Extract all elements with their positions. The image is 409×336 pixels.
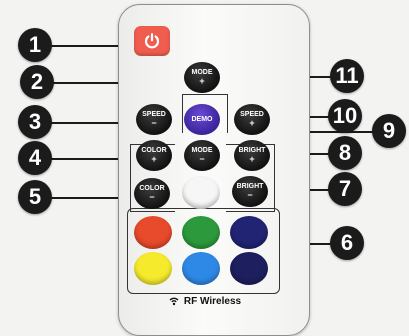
callout-4: 4 <box>18 141 52 175</box>
speed-minus-sign: − <box>151 119 156 128</box>
remote-footer: RF Wireless <box>150 294 260 308</box>
bright-minus-button[interactable]: BRIGHT − <box>232 176 268 207</box>
callout-7: 7 <box>328 172 362 206</box>
demo-button[interactable]: DEMO <box>184 104 220 135</box>
callout-1: 1 <box>18 28 52 62</box>
annotated-remote-diagram: MODE + SPEED − DEMO SPEED + MODE − COLOR… <box>0 0 409 320</box>
color-plus-button[interactable]: COLOR + <box>136 140 172 171</box>
speed-plus-sign: + <box>249 119 254 128</box>
callout-5: 5 <box>18 180 52 214</box>
mode-minus-button[interactable]: MODE − <box>184 140 220 171</box>
rf-wireless-label: RF Wireless <box>184 296 241 307</box>
callout-3: 3 <box>18 105 52 139</box>
white-color-button[interactable] <box>182 176 220 209</box>
blue-color-button[interactable] <box>182 252 220 285</box>
power-icon <box>143 32 161 50</box>
bright-plus-sign: + <box>249 155 254 164</box>
callout-9: 9 <box>372 114 406 148</box>
bright-minus-sign: − <box>247 191 252 200</box>
mode-plus-button[interactable]: MODE + <box>184 62 220 93</box>
green-color-button[interactable] <box>182 216 220 249</box>
mode-plus-sign: + <box>199 77 204 86</box>
mode-minus-sign: − <box>199 155 204 164</box>
callout-11: 11 <box>330 59 364 93</box>
wireless-signal-icon <box>169 296 179 306</box>
yellow-color-button[interactable] <box>134 252 172 285</box>
red-color-button[interactable] <box>134 216 172 249</box>
dark-navy-color-button[interactable] <box>230 252 268 285</box>
power-button[interactable] <box>134 26 170 56</box>
callout-2: 2 <box>20 65 54 99</box>
color-minus-sign: − <box>149 193 154 202</box>
demo-label: DEMO <box>192 116 213 123</box>
callout-8: 8 <box>328 136 362 170</box>
speed-plus-button[interactable]: SPEED + <box>234 104 270 135</box>
callout-10: 10 <box>328 99 362 133</box>
speed-minus-button[interactable]: SPEED − <box>136 104 172 135</box>
color-plus-sign: + <box>151 155 156 164</box>
color-minus-button[interactable]: COLOR − <box>134 178 170 209</box>
bright-plus-button[interactable]: BRIGHT + <box>234 140 270 171</box>
navy-color-button[interactable] <box>230 216 268 249</box>
callout-6: 6 <box>330 226 364 260</box>
